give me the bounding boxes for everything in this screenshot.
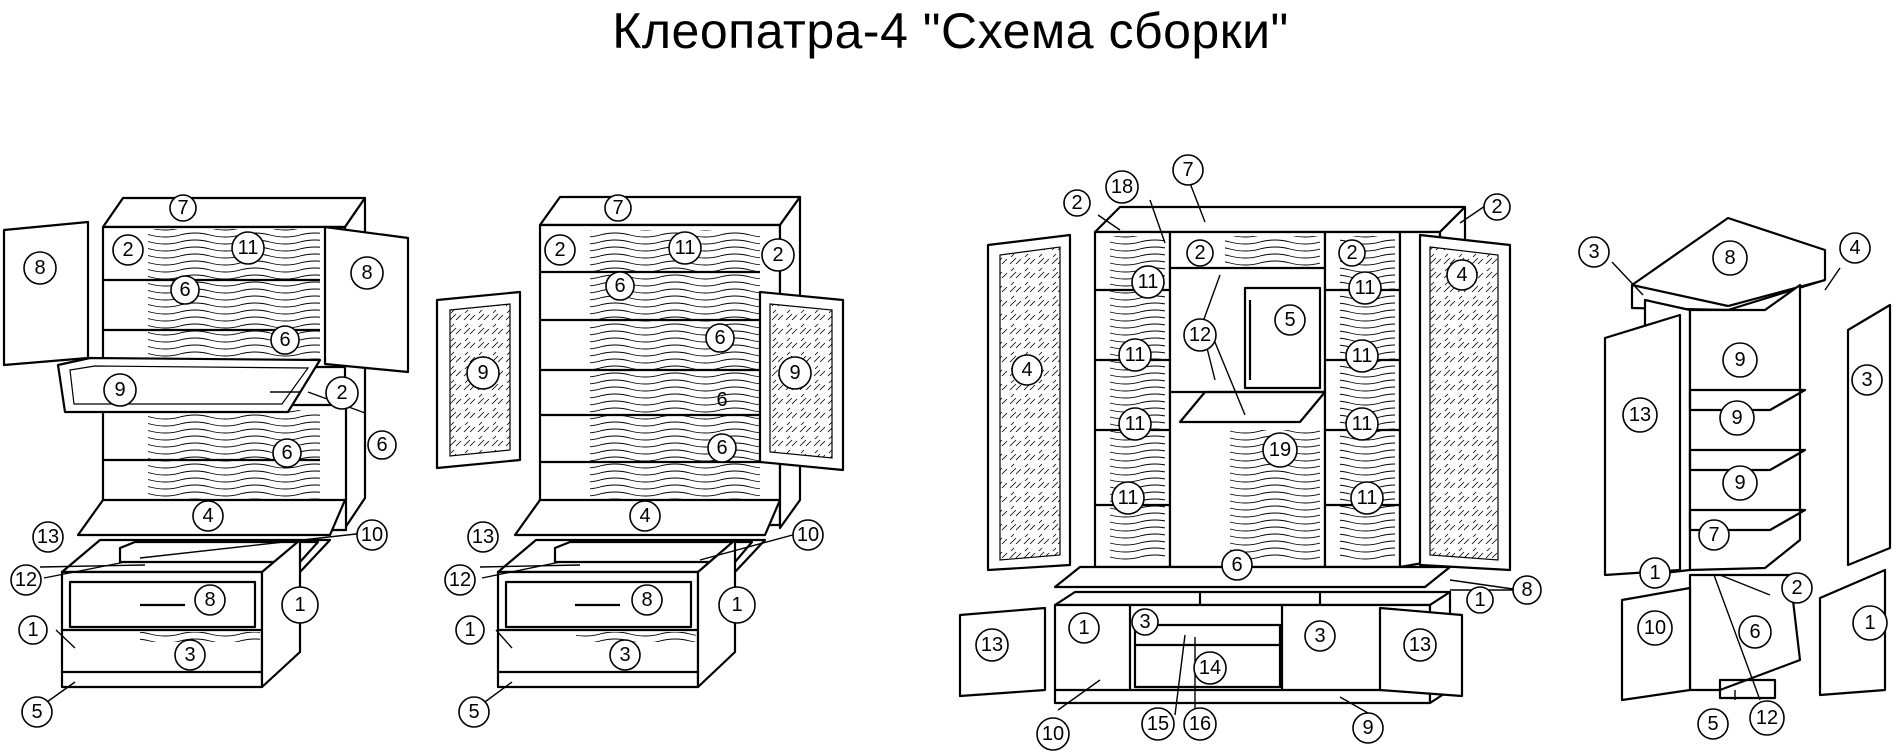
- callout-d-3-top-left: 3: [1588, 241, 1599, 263]
- unit-c: [958, 205, 1512, 705]
- callout-a-1-left: 1: [27, 619, 38, 641]
- callout-c-11-d: 11: [1352, 345, 1373, 367]
- callout-b-1-left: 1: [464, 619, 475, 641]
- callout-a-12: 12: [15, 569, 37, 591]
- callout-b-10: 10: [797, 524, 819, 546]
- callout-d-3-right: 3: [1861, 369, 1872, 391]
- diagram-title: Клеопатра-4 "Схема сборки": [612, 3, 1289, 59]
- callout-c-11-f: 11: [1352, 413, 1373, 435]
- callout-d-8: 8: [1724, 247, 1735, 269]
- callout-d-5: 5: [1707, 713, 1718, 735]
- callout-c-2-a: 2: [1194, 242, 1205, 264]
- callout-b-2-left: 2: [554, 239, 565, 261]
- callout-d-6: 6: [1749, 621, 1760, 643]
- callout-a-10: 10: [361, 524, 383, 546]
- callout-b-2-right: 2: [772, 244, 783, 266]
- callout-d-13: 13: [1629, 404, 1651, 426]
- callout-c-2-left: 2: [1071, 192, 1082, 214]
- callout-a-13: 13: [37, 526, 59, 548]
- callout-b-13: 13: [472, 526, 494, 548]
- callout-a-8-drawer: 8: [204, 589, 215, 611]
- callout-b-12: 12: [449, 569, 471, 591]
- callout-d-4: 4: [1849, 237, 1860, 259]
- callout-b-6-c: 6: [716, 389, 727, 411]
- callout-c-11-h: 11: [1357, 487, 1378, 509]
- callout-a-8-right: 8: [361, 262, 372, 284]
- callout-b-9-left: 9: [477, 362, 488, 384]
- callout-b-9-right: 9: [789, 362, 800, 384]
- callout-b-5: 5: [468, 701, 479, 723]
- callout-c-8: 8: [1521, 579, 1532, 601]
- callout-c-3-a: 3: [1139, 611, 1150, 633]
- callout-c-12: 12: [1189, 324, 1211, 346]
- callout-c-11-a: 11: [1138, 271, 1159, 293]
- callout-a-7: 7: [177, 197, 188, 219]
- callout-c-1-right: 1: [1474, 589, 1485, 611]
- callout-c-19: 19: [1269, 439, 1291, 461]
- leader-lines: [39, 177, 1841, 718]
- callout-a-1-right: 1: [294, 594, 305, 616]
- callout-a-2: 2: [122, 239, 133, 261]
- callout-c-4-right: 4: [1456, 264, 1467, 286]
- callout-c-11-e: 11: [1125, 413, 1146, 435]
- callout-b-8-drawer: 8: [641, 589, 652, 611]
- callout-c-2-right: 2: [1491, 196, 1502, 218]
- callout-c-15: 15: [1147, 713, 1169, 735]
- callout-d-1-left: 1: [1649, 562, 1660, 584]
- callout-d-9-c: 9: [1734, 472, 1745, 494]
- callout-a-2-b: 2: [336, 382, 347, 404]
- callout-a-9: 9: [114, 379, 125, 401]
- callout-c-3-b: 3: [1314, 625, 1325, 647]
- callout-b-4: 4: [639, 505, 650, 527]
- callout-c-18: 18: [1111, 176, 1133, 198]
- callout-c-10: 10: [1042, 723, 1064, 745]
- callout-c-9: 9: [1362, 717, 1373, 739]
- callout-a-8-left: 8: [34, 257, 45, 279]
- callout-a-6-c: 6: [376, 434, 387, 456]
- callout-c-2-b: 2: [1346, 242, 1357, 264]
- callout-c-5: 5: [1284, 309, 1295, 331]
- callout-b-1-right: 1: [731, 594, 742, 616]
- callout-b-11: 11: [675, 237, 696, 259]
- callout-d-10: 10: [1644, 617, 1666, 639]
- callout-c-1-a: 1: [1078, 617, 1089, 639]
- callout-d-2: 2: [1791, 577, 1802, 599]
- callout-c-11-b: 11: [1355, 277, 1376, 299]
- callout-a-6-d: 6: [281, 442, 292, 464]
- callout-a-11: 11: [238, 237, 259, 259]
- callout-d-9-b: 9: [1731, 407, 1742, 429]
- callout-b-6-d: 6: [716, 437, 727, 459]
- callout-c-13-left: 13: [981, 634, 1003, 656]
- callout-c-11-c: 11: [1125, 344, 1146, 366]
- callout-c-7: 7: [1182, 159, 1193, 181]
- callout-d-1-right: 1: [1864, 612, 1875, 634]
- callout-b-6-a: 6: [614, 275, 625, 297]
- callout-a-3: 3: [184, 644, 195, 666]
- callout-c-4-left: 4: [1021, 359, 1032, 381]
- callout-d-9-a: 9: [1734, 349, 1745, 371]
- callout-a-4: 4: [202, 505, 213, 527]
- callout-c-13-right: 13: [1409, 634, 1431, 656]
- callout-d-12: 12: [1756, 707, 1778, 729]
- callout-b-6-b: 6: [714, 327, 725, 349]
- callout-a-6-a: 6: [179, 279, 190, 301]
- callout-c-11-g: 11: [1118, 487, 1139, 509]
- callout-c-14: 14: [1199, 657, 1221, 679]
- callout-d-7: 7: [1708, 524, 1719, 546]
- callout-b-7: 7: [612, 197, 623, 219]
- callout-c-16: 16: [1189, 713, 1211, 735]
- callout-c-6: 6: [1231, 554, 1242, 576]
- callout-a-5: 5: [31, 701, 42, 723]
- callout-b-3: 3: [619, 644, 630, 666]
- callouts: 7 2 11 8 8 6 6 9 2 6 6 4 13 10 12 8 1 1 …: [10, 154, 1888, 751]
- callout-a-6-b: 6: [279, 329, 290, 351]
